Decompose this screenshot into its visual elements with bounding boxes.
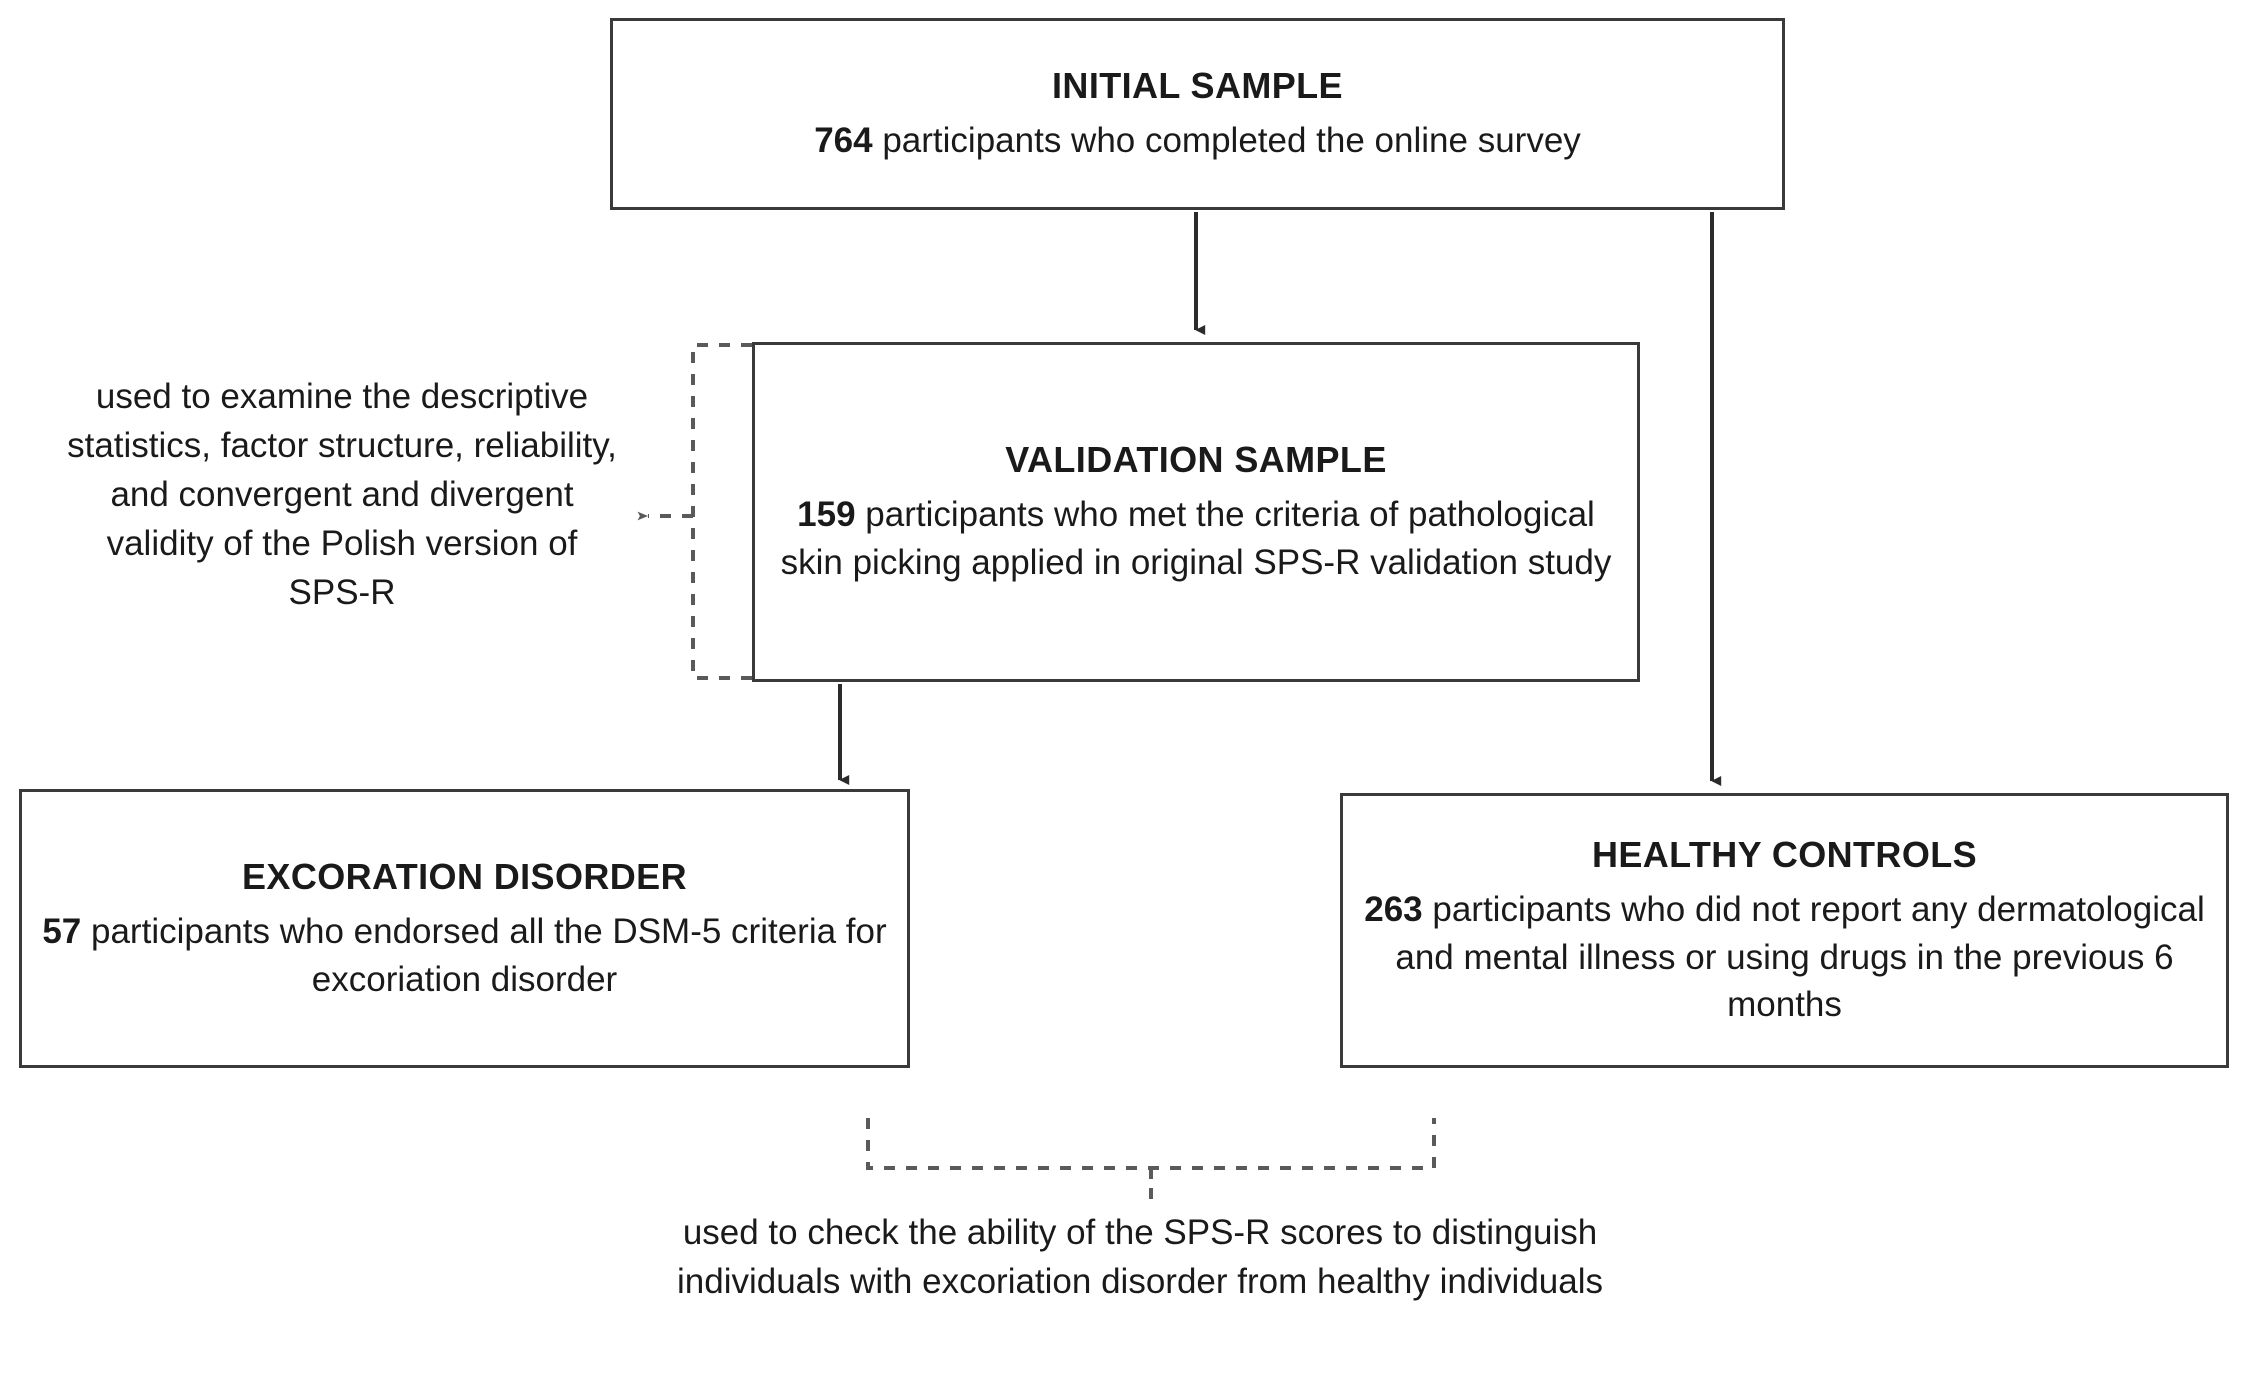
node-excoriation-disorder-body-text: participants who endorsed all the DSM-5 …: [81, 911, 887, 999]
node-initial-sample-count: 764: [814, 121, 873, 161]
node-healthy-controls-body: 263 participants who did not report any …: [1357, 886, 2212, 1029]
annotation-left-purpose: used to examine the descriptive statisti…: [67, 377, 617, 612]
node-excoriation-disorder-count: 57: [42, 911, 82, 951]
node-initial-sample-body: 764 participants who completed the onlin…: [814, 117, 1581, 165]
node-initial-sample: INITIAL SAMPLE 764 participants who comp…: [610, 18, 1785, 210]
node-initial-sample-title: INITIAL SAMPLE: [1052, 65, 1343, 107]
node-validation-sample-body: 159 participants who met the criteria of…: [769, 491, 1623, 586]
node-healthy-controls-title: HEALTHY CONTROLS: [1591, 834, 1978, 876]
node-excoriation-disorder: EXCORATION DISORDER 57 participants who …: [19, 789, 910, 1068]
edge-validation-to-left-annotation: [637, 343, 752, 680]
node-initial-sample-body-text: participants who completed the online su…: [872, 121, 1581, 161]
node-validation-sample: VALIDATION SAMPLE 159 participants who m…: [752, 342, 1640, 682]
node-excoriation-disorder-body: 57 participants who endorsed all the DSM…: [36, 908, 893, 1003]
node-validation-sample-body-text: participants who met the criteria of pat…: [780, 495, 1612, 583]
node-healthy-controls: HEALTHY CONTROLS 263 participants who di…: [1340, 793, 2229, 1068]
node-healthy-controls-count: 263: [1364, 890, 1423, 930]
annotation-bottom-purpose: used to check the ability of the SPS-R s…: [676, 1213, 1603, 1301]
node-excoriation-disorder-title: EXCORATION DISORDER: [242, 855, 687, 897]
node-healthy-controls-body-text: participants who did not report any derm…: [1395, 890, 2205, 1025]
node-validation-sample-title: VALIDATION SAMPLE: [1005, 439, 1387, 481]
edge-bottom-boxes-to-bottom-annotation: [866, 1118, 1436, 1208]
node-validation-sample-count: 159: [797, 495, 856, 535]
